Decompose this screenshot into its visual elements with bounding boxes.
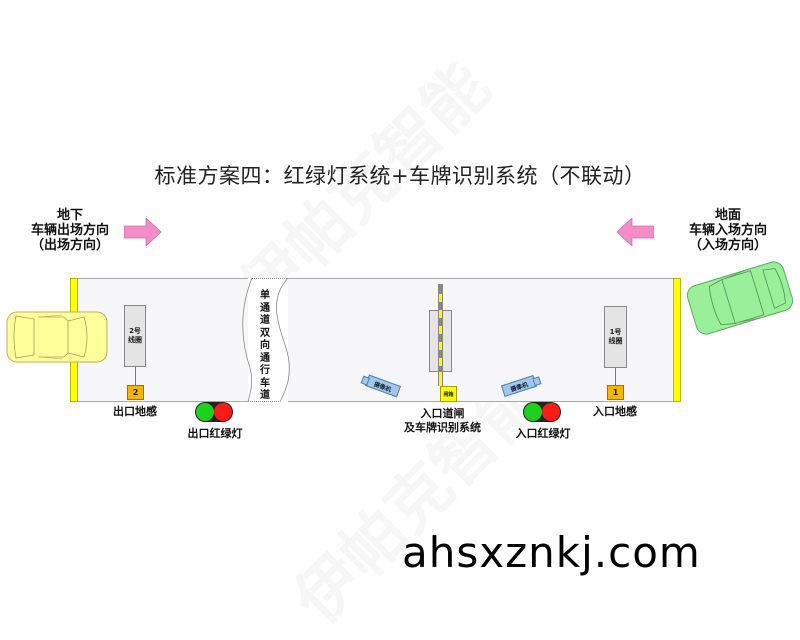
entry-car-icon (686, 261, 794, 335)
exit-loop-label-line2: 线圈 (128, 336, 142, 344)
entry-gate-label-line2: 及车牌识别系统 (404, 421, 481, 434)
entry-loop-coil: 1号 线圈 (604, 306, 627, 368)
green-lamp-icon (196, 403, 214, 421)
entry-direction-line2: 车辆入场方向 (688, 223, 767, 238)
exit-direction-line1: 地下 (56, 208, 83, 223)
lane-note-char: 向 (260, 340, 270, 351)
entry-stop-bar (673, 278, 681, 402)
page-title: 标准方案四：红绿灯系统+车牌识别系统（不联动） (154, 164, 646, 188)
entry-direction-line3: （入场方向） (688, 238, 767, 253)
barrier-arm-icon (438, 284, 443, 386)
lane-note-char: 通 (260, 352, 270, 364)
lane-note-char: 通 (260, 302, 270, 314)
lane-note: 单 通 道 双 向 通 行 车 道 (259, 290, 271, 403)
lane-note-char: 单 (260, 290, 270, 301)
exit-detector-number: 2 (132, 388, 139, 397)
lane-note-char: 行 (260, 365, 270, 376)
red-lamp-icon (214, 403, 232, 421)
exit-direction-line2: 车辆出场方向 (30, 223, 109, 238)
entry-direction-line1: 地面 (714, 208, 741, 223)
exit-direction-line3: （出场方向） (30, 238, 109, 253)
green-lamp-icon (524, 403, 542, 421)
barrier-control-box: 闸箱 (440, 386, 457, 402)
exit-direction-label: 地下 车辆出场方向 （出场方向） (22, 208, 118, 253)
entry-loop-label-line2: 线圈 (608, 337, 623, 345)
lane-break-curves (242, 278, 290, 402)
footer-url: ahsxznkj.com (402, 528, 701, 577)
red-lamp-icon (542, 403, 560, 421)
exit-loop-coil: 2号 线圈 (124, 305, 146, 367)
entry-loop-label-line1: 1号 (609, 328, 622, 336)
entry-direction-label: 地面 车辆入场方向 （入场方向） (676, 208, 780, 253)
entry-gate-label-line1: 入口道闸 (420, 407, 465, 420)
exit-detector-label: 出口地感 (113, 405, 157, 418)
lane-note-char: 道 (260, 315, 270, 326)
exit-loop-label-line1: 2号 (129, 327, 141, 335)
lane-note-char: 道 (260, 390, 270, 401)
entry-detector-number: 1 (612, 388, 619, 397)
barrier-box-label: 闸箱 (443, 391, 454, 398)
exit-traffic-light (195, 402, 233, 422)
lane-note-char: 车 (260, 377, 270, 389)
exit-loop-wire (135, 367, 136, 385)
entry-gate-label: 入口道闸 及车牌识别系统 (395, 407, 490, 435)
exit-light-label: 出口红绿灯 (187, 427, 243, 440)
entry-light-label: 入口红绿灯 (515, 427, 571, 440)
exit-detector-box: 2 (127, 385, 144, 400)
entry-detector-box: 1 (607, 385, 624, 400)
entry-detector-label: 入口地感 (593, 405, 637, 418)
entry-traffic-light (523, 402, 561, 422)
left-arrow-icon (616, 218, 654, 246)
lane-note-char: 双 (260, 327, 270, 339)
exit-car-icon (6, 311, 108, 363)
right-arrow-icon (124, 218, 162, 246)
entry-loop-wire (615, 368, 616, 385)
